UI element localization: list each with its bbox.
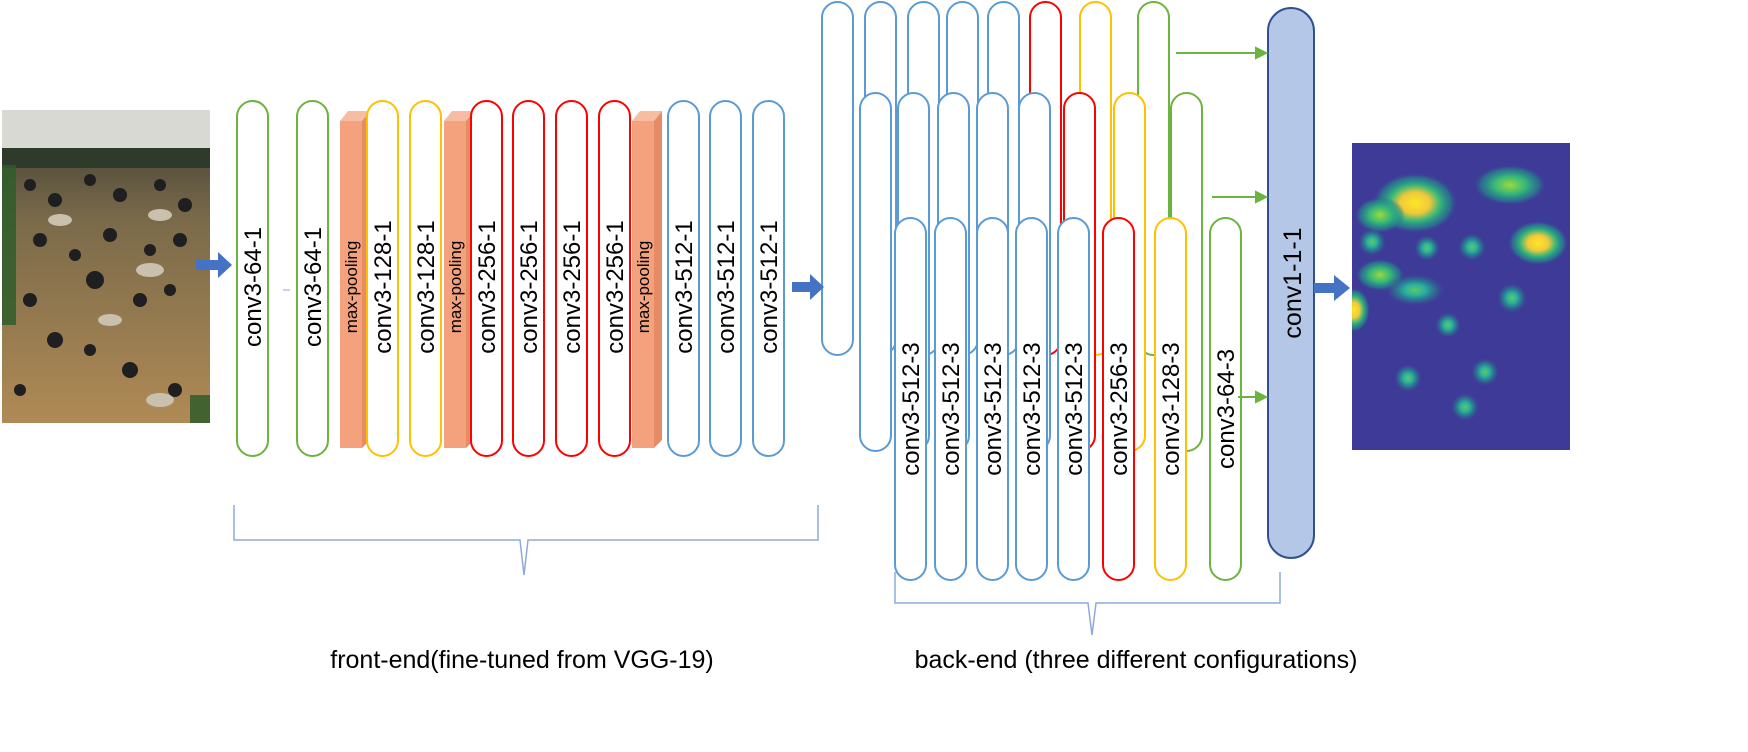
conv-layer-label: conv3-256-1 bbox=[516, 220, 543, 353]
conv-layer-box bbox=[470, 100, 503, 457]
pool-label: max-pooling bbox=[446, 241, 465, 334]
backend-layer-label: conv3-512-3 bbox=[1061, 342, 1088, 475]
backend-layer-box bbox=[894, 217, 927, 581]
backend-layer-box bbox=[821, 1, 854, 356]
conv-layer: conv3-64-1 bbox=[296, 100, 329, 457]
pool-top-face bbox=[444, 111, 474, 121]
backend-layer-box bbox=[1154, 217, 1187, 581]
conv-layer-label: conv3-64-1 bbox=[300, 227, 327, 347]
backend-layers: conv3-512-3 conv3-512-3 conv3-512-3 conv3-5… bbox=[821, 1, 1242, 581]
crowd-photo-icon bbox=[2, 110, 210, 423]
density-map-icon bbox=[1352, 143, 1570, 450]
backend-bracket bbox=[894, 572, 1281, 636]
conv-layer-label: conv3-256-1 bbox=[474, 220, 501, 353]
pool-top-face bbox=[340, 111, 370, 121]
frontend-caption: front-end(fine-tuned from VGG-19) bbox=[330, 646, 714, 674]
pool-front-face bbox=[632, 121, 654, 448]
frontend-arrow-icon bbox=[792, 274, 824, 300]
conv-layer: conv3-512-1 bbox=[752, 100, 785, 457]
backend-layer-box bbox=[1102, 217, 1135, 581]
backend-layer-box bbox=[1015, 217, 1048, 581]
conv-layer-box bbox=[598, 100, 631, 457]
conv-layer-box bbox=[236, 100, 269, 457]
backend-layer-box bbox=[934, 217, 967, 581]
pool-front-face bbox=[444, 121, 466, 448]
conv-layer-box bbox=[366, 100, 399, 457]
backend-layer-box bbox=[859, 92, 892, 452]
backend-layer-box bbox=[976, 217, 1009, 581]
pool-side-face bbox=[654, 111, 662, 448]
conv-layer-box bbox=[409, 100, 442, 457]
conv-layer: conv3-256-1 bbox=[512, 100, 545, 457]
output-arrow-icon bbox=[1314, 275, 1350, 301]
conv-layer-label: conv3-512-1 bbox=[756, 220, 783, 353]
backend-layer-box bbox=[1057, 217, 1090, 581]
conv-layer: conv3-512-1 bbox=[667, 100, 700, 457]
backend-layer-label: conv3-512-3 bbox=[938, 342, 965, 475]
conv-layer-label: conv3-256-1 bbox=[602, 220, 629, 353]
pool-label: max-pooling bbox=[342, 241, 361, 334]
conv-layer-box bbox=[555, 100, 588, 457]
pool-label: max-pooling bbox=[634, 241, 653, 334]
conv-layer: conv3-256-1 bbox=[555, 100, 588, 457]
max-pooling-layer: max-pooling bbox=[632, 111, 662, 448]
frontend-layers: conv3-64-1 conv3-64-1 max-pooling conv3-128… bbox=[236, 100, 785, 457]
skip-arrows bbox=[1176, 46, 1269, 404]
conv-layer-box bbox=[667, 100, 700, 457]
frontend-bracket bbox=[233, 505, 819, 576]
conv-layer-label: conv3-128-1 bbox=[413, 220, 440, 353]
backend-layer-label: conv3-512-3 bbox=[898, 342, 925, 475]
max-pooling-layer: max-pooling bbox=[444, 111, 474, 448]
conv-layer-label: conv3-512-1 bbox=[671, 220, 698, 353]
backend-layer-label: conv3-128-3 bbox=[1158, 342, 1185, 475]
conv-layer-label: conv3-128-1 bbox=[370, 220, 397, 353]
conv-layer: conv3-64-1 bbox=[236, 100, 269, 457]
max-pooling-layer: max-pooling bbox=[340, 111, 370, 448]
conv-layer-box bbox=[752, 100, 785, 457]
conv-layer-box bbox=[296, 100, 329, 457]
pool-front-face bbox=[340, 121, 362, 448]
backend-layer-label: conv3-512-3 bbox=[980, 342, 1007, 475]
backend-config-c-row: conv3-512-3 conv3-512-3 conv3-512-3 conv3-5… bbox=[894, 217, 1242, 581]
backend-layer-label: conv3-256-3 bbox=[1106, 342, 1133, 475]
conv-layer-box bbox=[709, 100, 742, 457]
conv-layer: conv3-128-1 bbox=[366, 100, 399, 457]
backend-layer-label: conv3-64-3 bbox=[1213, 349, 1240, 469]
conv-layer: conv3-512-1 bbox=[709, 100, 742, 457]
final-layer-label: conv1-1-1 bbox=[1279, 227, 1307, 338]
pool-top-face bbox=[632, 111, 662, 121]
conv-layer-label: conv3-64-1 bbox=[240, 227, 267, 347]
final-layer: conv1-1-1 bbox=[1267, 7, 1315, 559]
backend-layer-box bbox=[1209, 217, 1242, 581]
conv-layer-label: conv3-512-1 bbox=[713, 220, 740, 353]
flow-arrows bbox=[196, 252, 1350, 301]
input-arrow-icon bbox=[196, 252, 232, 278]
conv-layer-label: conv3-256-1 bbox=[559, 220, 586, 353]
conv-layer: conv3-256-1 bbox=[598, 100, 631, 457]
conv-layer: conv3-256-1 bbox=[470, 100, 503, 457]
backend-caption: back-end (three different configurations… bbox=[915, 646, 1358, 674]
backend-layer-label: conv3-512-3 bbox=[1019, 342, 1046, 475]
conv-layer: conv3-128-1 bbox=[409, 100, 442, 457]
conv-layer-box bbox=[512, 100, 545, 457]
